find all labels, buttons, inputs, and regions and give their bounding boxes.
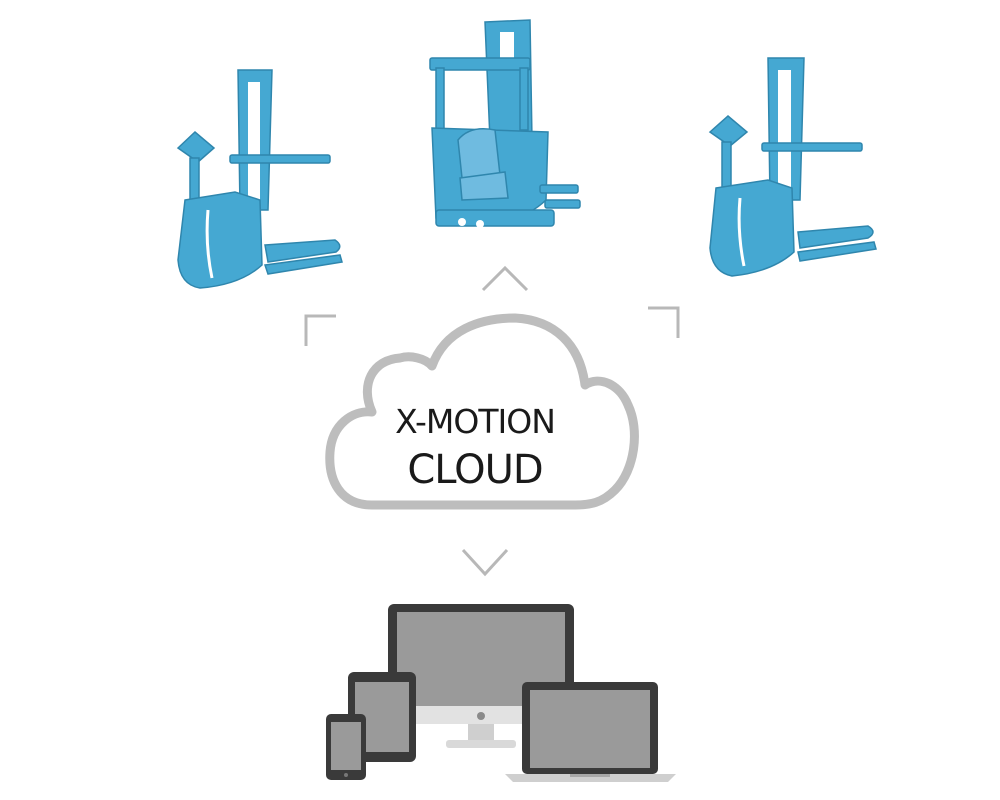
arrow-down-icon (461, 548, 509, 577)
cloud-title-line1: X-MOTION (395, 402, 556, 441)
arrow-up-right-icon (648, 306, 680, 338)
devices-icon (326, 604, 676, 782)
arrow-up-icon (481, 265, 529, 292)
laptop-icon (505, 682, 676, 782)
right-pallet-stacker-icon (708, 57, 877, 277)
phone-icon (326, 714, 366, 780)
arrow-up-left-icon (304, 314, 336, 346)
left-pallet-stacker-icon (176, 69, 343, 289)
cloud-title-line2: CLOUD (407, 447, 543, 493)
cloud-outline (325, 313, 639, 510)
center-reach-truck-icon (429, 19, 581, 228)
